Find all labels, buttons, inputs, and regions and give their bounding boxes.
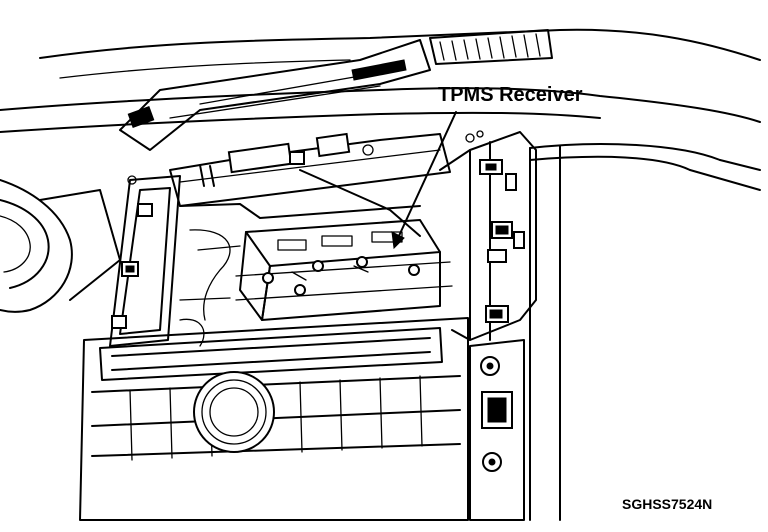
air-vent [429, 29, 553, 65]
steering-column [0, 179, 121, 313]
callout-leader [391, 111, 457, 250]
tpms-receiver-module [235, 219, 453, 321]
right-mounting-bracket [439, 130, 537, 341]
right-center-panel [529, 143, 761, 521]
figure-code-label: SGHSS7524N [622, 496, 713, 512]
display-housing [119, 39, 431, 151]
tpms-receiver-label: TPMS Receiver [438, 84, 583, 106]
left-mounting-bracket [109, 175, 181, 347]
dashboard-top [0, 28, 761, 133]
climate-control-panel [79, 317, 469, 521]
right-switch-panel [469, 339, 525, 521]
upper-crossbar [169, 132, 451, 207]
dash-cavity [179, 169, 421, 347]
